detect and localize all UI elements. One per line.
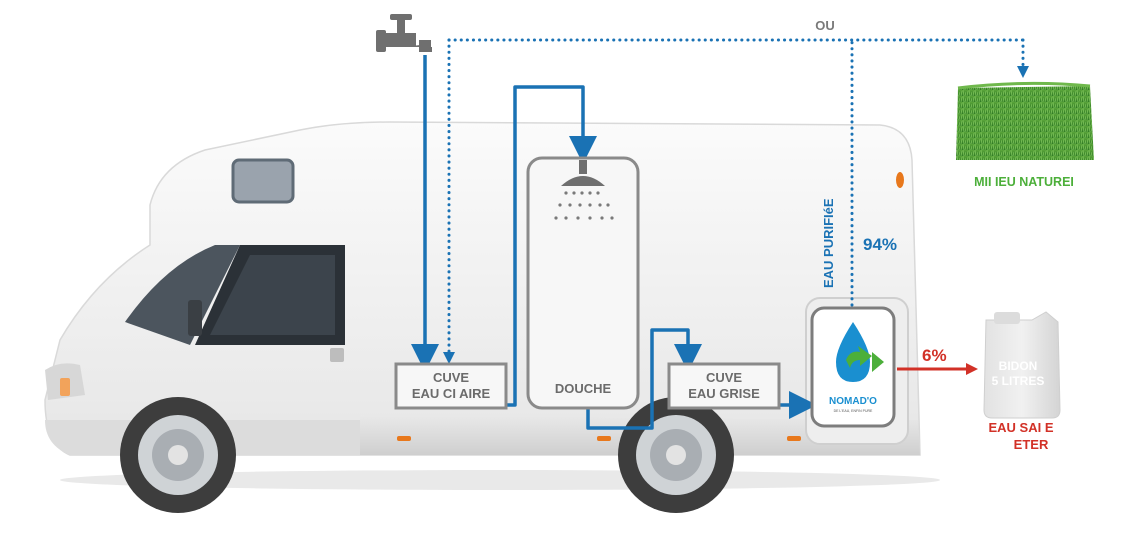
natural-environment-label: MII IEU NATUREI xyxy=(974,175,1074,189)
purified-water-loop xyxy=(447,38,1025,357)
shower-box: DOUCHE xyxy=(526,156,640,410)
front-wheel xyxy=(120,397,236,513)
shower-head-icon xyxy=(554,160,614,220)
nomado-water-drop-logo xyxy=(836,322,884,382)
water-pipes xyxy=(411,55,817,430)
dirty-water-label-line1: EAU SAI E xyxy=(988,420,1053,435)
waste-flow: 6% xyxy=(897,346,978,375)
jerrycan-label-line1: BIDON xyxy=(999,359,1038,373)
pipe-clean-tank-to-shower xyxy=(507,85,597,407)
grey-tank-label-line2: EAU GRISE xyxy=(688,386,760,401)
nomado-logo-name: NOMAD'O xyxy=(829,396,877,407)
overcab-window xyxy=(231,158,295,204)
arrow-down-icon xyxy=(443,352,455,364)
camper-van xyxy=(44,121,940,513)
windshield xyxy=(125,245,240,345)
clean-water-tank-box: CUVE EAU CI AIRE xyxy=(394,362,508,410)
dirty-water-label-line2: ETER xyxy=(1014,437,1049,452)
nomado-unit: NOMAD'O DE L'EAU, ENFIN PURE xyxy=(810,306,896,428)
nomado-logo-tagline: DE L'EAU, ENFIN PURE xyxy=(834,409,873,413)
jerrycan-label-line2: 5 LITRES xyxy=(992,374,1045,388)
grass-patch-icon xyxy=(956,81,1094,160)
grey-water-tank-box: CUVE EAU GRISE xyxy=(667,362,781,410)
jerrycan-icon: BIDON 5 LITRES xyxy=(983,311,1061,419)
arrow-down-icon xyxy=(1017,66,1029,78)
clean-tank-label-line1: CUVE xyxy=(433,370,469,385)
purified-percentage: 94% xyxy=(863,235,897,254)
rear-wheel xyxy=(618,397,734,513)
or-label: OU xyxy=(815,18,835,33)
waste-percentage: 6% xyxy=(922,346,947,365)
water-tap-icon xyxy=(376,14,432,52)
purified-water-label: EAU PURIFIéE xyxy=(821,198,836,288)
clean-tank-label-line2: EAU CI AIRE xyxy=(412,386,491,401)
shower-label: DOUCHE xyxy=(555,381,612,396)
grey-tank-label-line1: CUVE xyxy=(706,370,742,385)
pipe-shower-to-grey-tank xyxy=(586,328,702,430)
